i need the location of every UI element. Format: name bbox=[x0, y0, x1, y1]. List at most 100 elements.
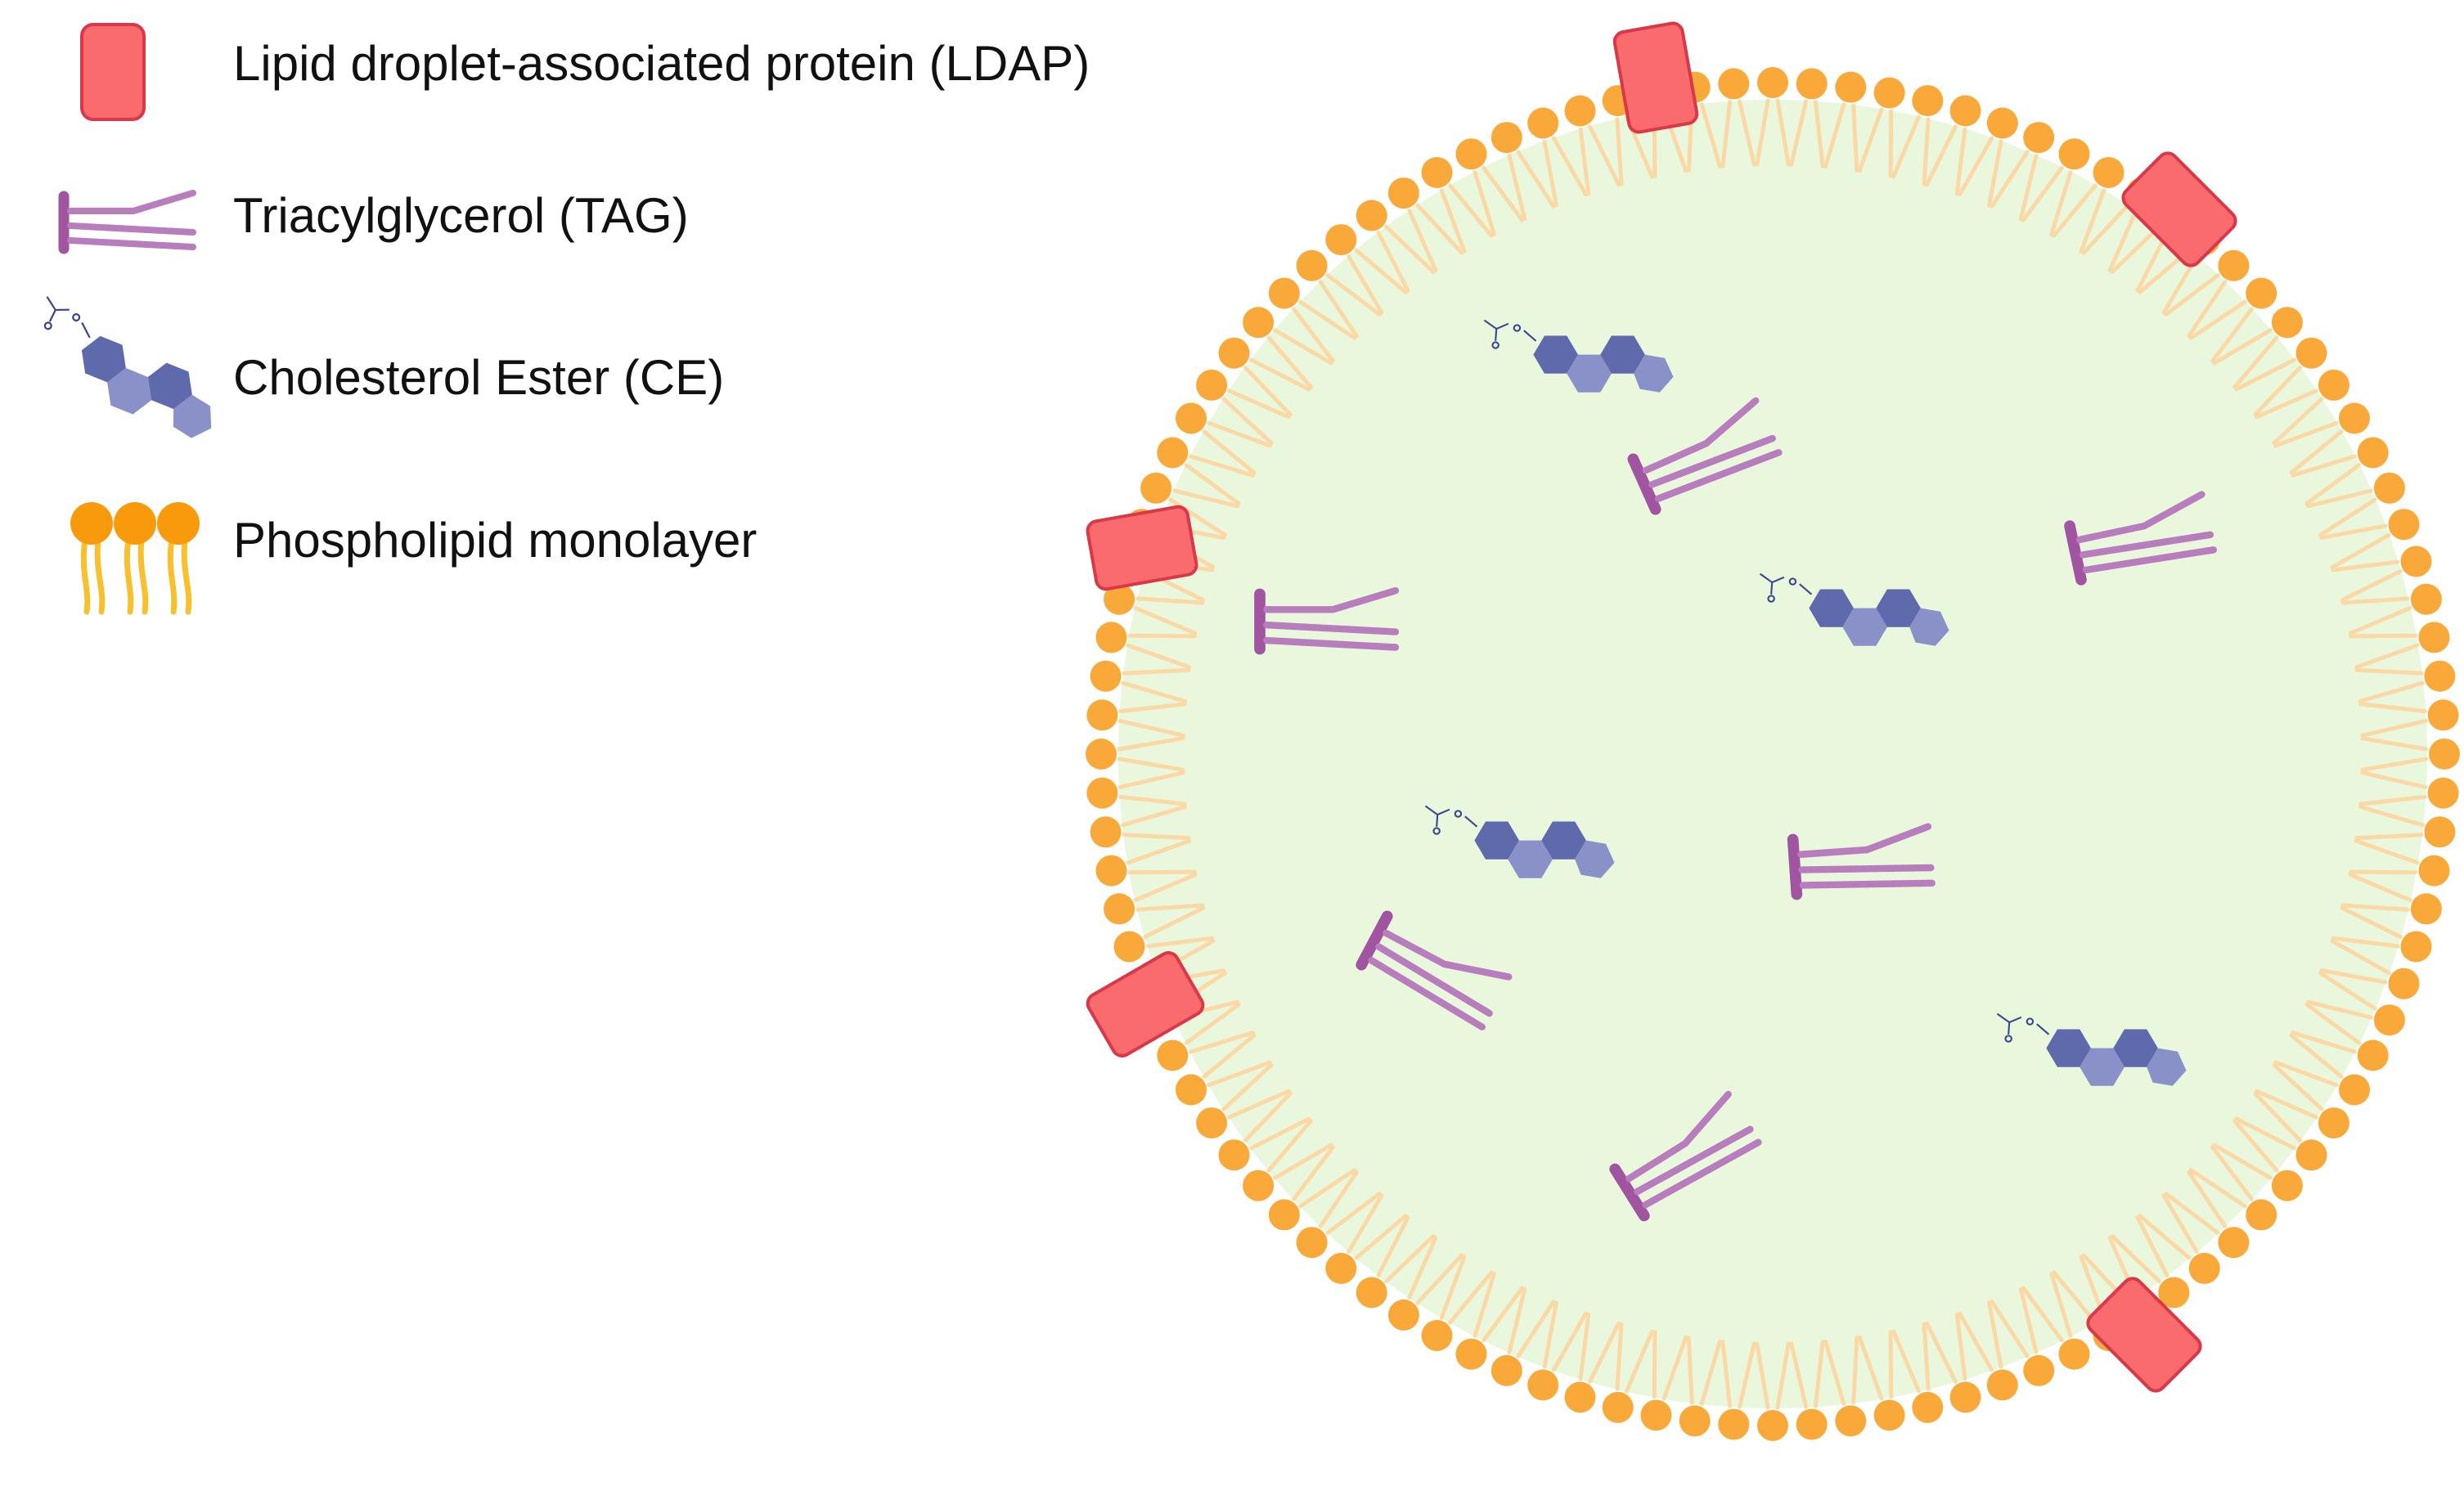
phospholipid-tail bbox=[1507, 154, 1527, 222]
lipid-droplet bbox=[1086, 21, 2460, 1441]
phospholipid-head bbox=[2400, 545, 2432, 577]
phospholipid-head bbox=[1421, 157, 1453, 188]
phospholipid-tail bbox=[2188, 1168, 2247, 1209]
phospholipid-tail bbox=[2272, 1062, 2324, 1111]
phospholipid-tail bbox=[1121, 680, 1188, 703]
phospholipid-tail bbox=[1376, 1215, 1410, 1277]
phospholipid-tail bbox=[2319, 523, 2388, 540]
phospholipid-head bbox=[1086, 777, 1118, 809]
phospholipid-tail bbox=[1117, 770, 1185, 789]
phospholipid-monolayer-icon bbox=[70, 502, 200, 615]
phospholipid-tail bbox=[2212, 328, 2273, 366]
phospholipid-head bbox=[1268, 1199, 1300, 1231]
phospholipid-tail bbox=[1958, 136, 1994, 197]
phospholipid-tail bbox=[1448, 1270, 1494, 1325]
phospholipid-tail bbox=[2291, 1030, 2357, 1054]
phospholipid-tail bbox=[2210, 1145, 2254, 1201]
phospholipid-tail bbox=[1189, 1030, 1255, 1054]
phospholipid-head bbox=[1491, 122, 1522, 154]
phospholipid-tail bbox=[1851, 1336, 1859, 1405]
phospholipid-tail bbox=[1542, 139, 1558, 208]
phospholipid-tail bbox=[1189, 454, 1255, 478]
phospholipid-tail bbox=[1145, 936, 1215, 949]
phospholipid-head bbox=[1564, 1381, 1596, 1413]
phospholipid-head bbox=[1564, 95, 1596, 127]
phospholipid-tail bbox=[1184, 463, 1241, 506]
phospholipid-head bbox=[2158, 1277, 2190, 1309]
phospholipid-tail bbox=[1789, 99, 1808, 167]
phospholipid-head bbox=[1455, 138, 1487, 170]
phospholipid-head bbox=[1196, 1107, 1228, 1139]
phospholipid-tail bbox=[1551, 1311, 1588, 1372]
phospholipid-head bbox=[1757, 67, 1788, 98]
phospholipid-tail bbox=[1221, 397, 1274, 446]
cholesterol-ester-icon bbox=[17, 295, 236, 445]
phospholipid-head bbox=[2246, 277, 2277, 309]
phospholipid-tail bbox=[1686, 1336, 1694, 1405]
phospholipid-tail bbox=[1615, 1322, 1624, 1391]
phospholipid-head bbox=[1527, 107, 1559, 139]
phospholipid-head bbox=[1356, 1277, 1387, 1309]
phospholipid-tail bbox=[2021, 1286, 2064, 1343]
phospholipid-head bbox=[2418, 855, 2450, 887]
phospholipid-tail bbox=[1439, 1255, 1467, 1320]
phospholipid-tail bbox=[1202, 429, 1257, 475]
phospholipid-tail bbox=[1249, 357, 1311, 392]
ldap-protein bbox=[1086, 951, 1205, 1057]
phospholipid-head bbox=[2410, 583, 2442, 615]
phospholipid-head bbox=[1835, 1405, 1867, 1437]
phospholipid-head bbox=[1086, 699, 1118, 731]
phospholipid-tail bbox=[2255, 1089, 2318, 1120]
phospholipid-tail bbox=[2018, 1286, 2039, 1354]
phospholipid-tail bbox=[2164, 1192, 2220, 1235]
phospholipid-tail bbox=[1588, 124, 1621, 187]
phospholipid-tail bbox=[2330, 939, 2391, 976]
phospholipid-tail bbox=[1347, 254, 1384, 315]
phospholipid-tail bbox=[1126, 643, 1192, 670]
phospholipid-tail bbox=[2349, 633, 2418, 639]
phospholipid-head bbox=[2295, 337, 2327, 369]
phospholipid-tail bbox=[1318, 1170, 1359, 1228]
phospholipid-tail bbox=[2354, 643, 2420, 670]
phospholipid-tail bbox=[1661, 1335, 1688, 1401]
phospholipid-tail bbox=[2348, 873, 2412, 902]
phospholipid-tail bbox=[2340, 903, 2410, 912]
phospholipid-head bbox=[1325, 224, 1357, 256]
phospholipid-head bbox=[1949, 1381, 1981, 1413]
legend-item-phospholipid: Phospholipid monolayer bbox=[70, 502, 757, 615]
phospholipid-tail bbox=[1439, 188, 1467, 254]
phospholipid-tail bbox=[2049, 170, 2073, 236]
phospholipid-tail bbox=[1738, 1341, 1756, 1409]
phospholipid-tail bbox=[1775, 1341, 1791, 1410]
phospholipid-tail bbox=[1184, 1002, 1241, 1045]
phospholipid-tail bbox=[1954, 1312, 1967, 1381]
phospholipid-tail bbox=[1172, 488, 1240, 509]
phospholipid-tail bbox=[2110, 225, 2161, 274]
phospholipid-tail bbox=[1118, 794, 1187, 806]
phospholipid-head bbox=[1104, 893, 1135, 925]
phospholipid-head bbox=[1796, 68, 1828, 100]
ldap-protein bbox=[1612, 21, 1699, 134]
phospholipid-tail bbox=[1851, 103, 1859, 173]
ldap-protein bbox=[1086, 505, 1198, 591]
phospholipid-head bbox=[1113, 931, 1145, 963]
phospholipid-tail bbox=[1516, 1300, 1556, 1358]
phospholipid-tail bbox=[1813, 100, 1825, 168]
phospholipid-tail bbox=[1578, 127, 1591, 196]
phospholipid-tail bbox=[2304, 463, 2362, 506]
phospholipid-tail bbox=[2273, 1060, 2339, 1088]
phospholipid-tail bbox=[1354, 248, 1408, 294]
phospholipid-tail bbox=[1122, 833, 1191, 841]
phospholipid-tail bbox=[1857, 1335, 1884, 1401]
phospholipid-tail bbox=[2348, 606, 2412, 635]
phospholipid-head bbox=[1527, 1369, 1559, 1401]
phospholipid-head bbox=[1090, 816, 1122, 848]
phospholipid-tail bbox=[2052, 1270, 2098, 1325]
phospholipid-head bbox=[2093, 157, 2125, 188]
phospholipid-head bbox=[2427, 777, 2459, 809]
legend-label-ce: Cholesterol Ester (CE) bbox=[233, 350, 724, 405]
phospholipid-head bbox=[1086, 739, 1117, 770]
phospholipid-head bbox=[1387, 177, 1419, 209]
phospholipid-tail bbox=[2360, 719, 2428, 738]
